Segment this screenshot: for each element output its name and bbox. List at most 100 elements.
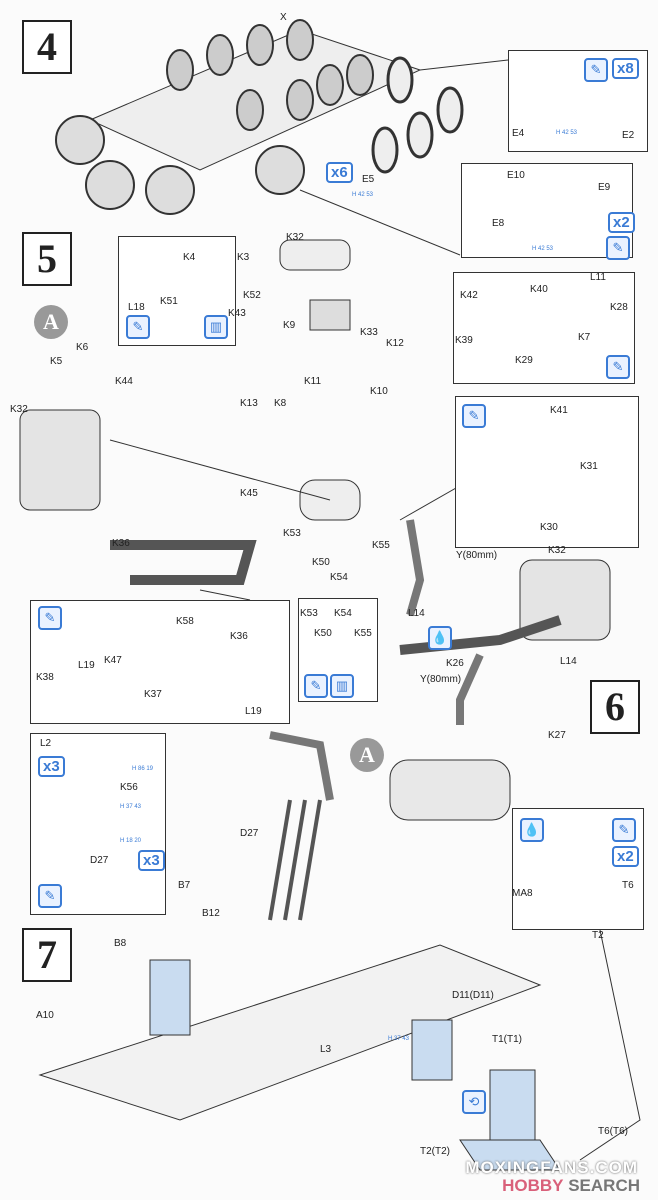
- paint-code: H 42 53: [532, 246, 554, 252]
- part-label-k28: K28: [610, 302, 628, 313]
- part-label-k13: K13: [240, 398, 258, 409]
- paint-brush-icon: ✎: [38, 884, 62, 908]
- part-label-k54: K54: [334, 608, 352, 619]
- paint-brush-icon: ✎: [304, 674, 328, 698]
- part-label-t6-t6-: T6(T6): [598, 1126, 628, 1137]
- part-label-l14: L14: [408, 608, 425, 619]
- multiplier-x2: x2: [612, 846, 639, 867]
- paint-brush-icon: ✎: [38, 606, 62, 630]
- part-label-e2: E2: [622, 130, 635, 141]
- road-wheel: [346, 54, 374, 96]
- engine-k32-step6: [519, 559, 611, 641]
- part-label-k54: K54: [330, 572, 348, 583]
- part-label-k50: K50: [314, 628, 332, 639]
- seat-t1: [489, 1069, 536, 1141]
- multiplier-x6: x6: [326, 162, 353, 183]
- rifle-d27: [298, 799, 322, 921]
- part-label-k53: K53: [300, 608, 318, 619]
- part-label-k45: K45: [240, 488, 258, 499]
- part-label-e8: E8: [492, 218, 505, 229]
- engine-k32: [19, 409, 101, 511]
- axis-line: [109, 439, 331, 501]
- road-wheel: [436, 86, 464, 134]
- part-label-d27: D27: [240, 828, 259, 839]
- part-label-k33: K33: [360, 327, 378, 338]
- part-label-k31: K31: [580, 461, 598, 472]
- part-label-l14: L14: [560, 656, 577, 667]
- part-label-k3: K3: [237, 252, 250, 263]
- step-7-number: 7: [22, 928, 72, 982]
- road-wheel: [371, 126, 399, 174]
- part-label-k27: K27: [548, 730, 566, 741]
- road-wheel: [386, 56, 414, 104]
- part-label-k56: K56: [120, 782, 138, 793]
- part-label-k43: K43: [228, 308, 246, 319]
- subassembly-a-marker: A: [34, 305, 68, 339]
- part-label-k53: K53: [283, 528, 301, 539]
- part-label-k9: K9: [283, 320, 296, 331]
- part-label-e5: E5: [362, 174, 375, 185]
- part-label-k38: K38: [36, 672, 54, 683]
- paint-code: H 42 53: [352, 192, 374, 198]
- part-label-l3: L3: [320, 1044, 332, 1055]
- step-4-number: 4: [22, 20, 72, 74]
- rotate-icon: ⟲: [462, 1090, 486, 1114]
- part-label-l2: L2: [40, 738, 52, 749]
- part-label-y-80mm-: Y(80mm): [420, 674, 462, 685]
- road-wheel: [286, 79, 314, 121]
- road-wheel: [166, 49, 194, 91]
- leader-line: [419, 59, 509, 71]
- part-label-k52: K52: [243, 290, 261, 301]
- part-label-k42: K42: [460, 290, 478, 301]
- part-label-t2: T2: [592, 930, 604, 941]
- part-label-k51: K51: [160, 296, 178, 307]
- paint-brush-icon: ✎: [606, 355, 630, 379]
- leader-line: [299, 189, 461, 256]
- rifle-d27: [283, 799, 307, 921]
- part-label-k12: K12: [386, 338, 404, 349]
- part-label-k36: K36: [230, 631, 248, 642]
- part-label-k40: K40: [530, 284, 548, 295]
- rifle-d27: [268, 799, 292, 921]
- hose-y: [406, 519, 425, 617]
- wheel: [85, 160, 135, 210]
- road-wheel: [286, 19, 314, 61]
- leader-line: [199, 589, 251, 601]
- wheel: [145, 165, 195, 215]
- part-k43: [309, 299, 351, 331]
- part-label-k50: K50: [312, 557, 330, 568]
- part-label-k32: K32: [10, 404, 28, 415]
- hose: [269, 731, 334, 801]
- part-label-k36: K36: [112, 538, 130, 549]
- part-label-t2-t2-: T2(T2): [420, 1146, 450, 1157]
- paint-brush-icon: ✎: [584, 58, 608, 82]
- part-label-l19: L19: [78, 660, 95, 671]
- part-label-ma8: MA8: [512, 888, 533, 899]
- part-label-k29: K29: [515, 355, 533, 366]
- part-label-k10: K10: [370, 386, 388, 397]
- part-label-k4: K4: [183, 252, 196, 263]
- step-5-number: 5: [22, 232, 72, 286]
- part-label-e4: E4: [512, 128, 525, 139]
- part-label-t1-t1-: T1(T1): [492, 1034, 522, 1045]
- part-label-t6: T6: [622, 880, 634, 891]
- part-label-k7: K7: [578, 332, 591, 343]
- paint-code: H 18 20: [120, 838, 142, 844]
- part-label-e9: E9: [598, 182, 611, 193]
- water-drop-icon: 💧: [520, 818, 544, 842]
- multiplier-x3: x3: [38, 756, 65, 777]
- part-label-x: X: [280, 12, 287, 23]
- subassembly-a-marker: A: [350, 738, 384, 772]
- watermark-hobbysearch: HOBBY SEARCH: [502, 1176, 640, 1196]
- part-label-b12: B12: [202, 908, 220, 919]
- part-label-l19: L19: [245, 706, 262, 717]
- multiplier-x3: x3: [138, 850, 165, 871]
- part-label-k39: K39: [455, 335, 473, 346]
- road-wheel: [236, 89, 264, 131]
- multiplier-x2: x2: [608, 212, 635, 233]
- step-6-number: 6: [590, 680, 640, 734]
- part-label-k11: K11: [304, 376, 322, 387]
- part-label-k32: K32: [286, 232, 304, 243]
- part-label-b8: B8: [114, 938, 127, 949]
